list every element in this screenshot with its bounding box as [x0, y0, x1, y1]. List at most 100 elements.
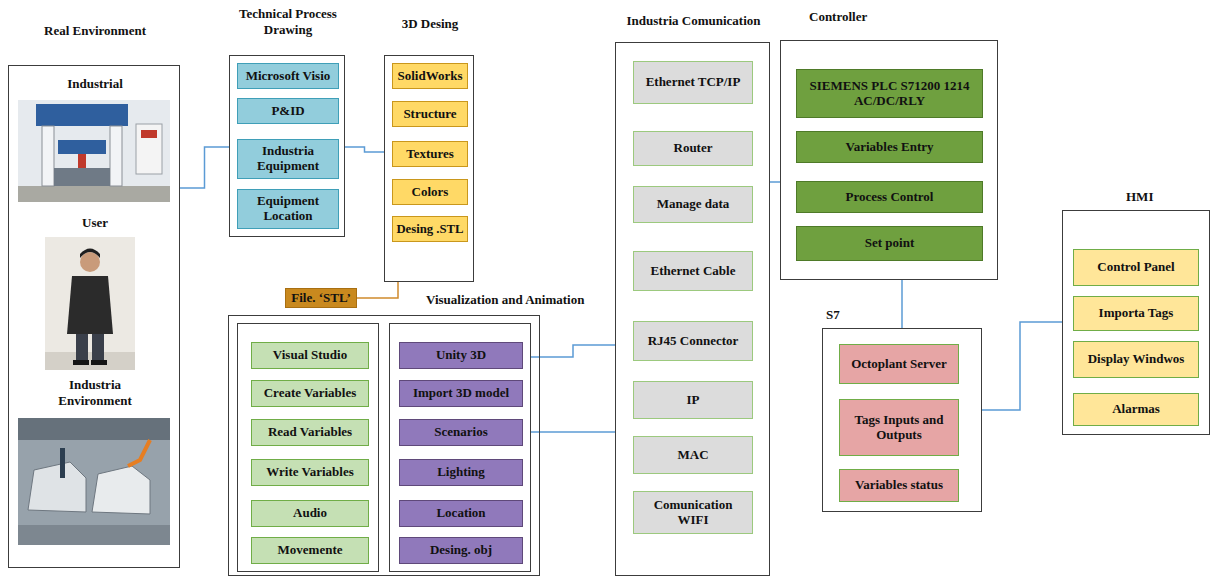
- process-box: Comunication WIFI: [633, 491, 753, 534]
- photo-floor: [18, 186, 170, 202]
- connector-line: [531, 431, 615, 433]
- control-cabinet: [136, 124, 162, 174]
- box-label: Variables Entry: [846, 140, 934, 155]
- photo-caption: Industria Environment: [35, 377, 155, 409]
- group-panel: ControllerSIEMENS PLC S71200 1214 AC/DC/…: [780, 40, 998, 280]
- connector-line: [901, 280, 903, 328]
- press-column: [42, 126, 54, 186]
- box-label: SolidWorks: [397, 69, 462, 84]
- process-box: RJ45 Connector: [633, 321, 753, 361]
- process-box: Control Panel: [1073, 249, 1199, 286]
- person-shoe: [73, 360, 89, 365]
- box-label: Set point: [865, 236, 914, 251]
- panel-heading: Real Environment: [9, 23, 181, 39]
- panel-heading: Visualization and Animation: [426, 292, 584, 308]
- connector-line: [982, 322, 1062, 410]
- process-box: Audio: [251, 500, 369, 527]
- process-box: P&ID: [237, 98, 339, 124]
- person-jacket: [67, 276, 113, 334]
- process-box: Importa Tags: [1073, 296, 1199, 331]
- group-panel: HMIControl PanelImporta TagsDisplay Wind…: [1062, 210, 1210, 435]
- cabinet-light: [141, 130, 157, 138]
- process-box: Colors: [392, 179, 468, 205]
- panel-heading: HMI: [1126, 189, 1153, 205]
- panel-heading: Controller: [809, 9, 867, 25]
- connector-line: [770, 181, 780, 183]
- box-label: Write Variables: [266, 465, 354, 480]
- process-box: Textures: [392, 141, 468, 167]
- box-label: Import 3D model: [413, 386, 509, 401]
- process-box: Desing. obj: [399, 537, 523, 564]
- photo-ground: [45, 237, 135, 370]
- box-label: Alarmas: [1112, 402, 1160, 417]
- box-label: Comunication WIFI: [637, 498, 749, 528]
- box-label: Scenarios: [434, 425, 487, 440]
- group-panel: S7Octoplant ServerTags Inputs and Output…: [822, 328, 982, 512]
- process-box: Write Variables: [251, 459, 369, 486]
- process-box: Tags Inputs and Outputs: [839, 399, 959, 456]
- box-label: Textures: [406, 147, 454, 162]
- process-box: Equipment Location: [237, 189, 339, 229]
- process-box: Octoplant Server: [839, 344, 959, 384]
- photo-floor: [45, 352, 135, 370]
- person-shoe: [91, 360, 107, 365]
- press-bed: [54, 168, 110, 186]
- process-box: Set point: [796, 226, 983, 261]
- panel-heading: Industria Comunication: [616, 13, 771, 29]
- box-label: Router: [674, 141, 713, 156]
- group-panel: Visualization and AnimationVisual Studio…: [228, 315, 540, 576]
- box-label: Microsoft Visio: [246, 69, 331, 84]
- process-box: Visual Studio: [251, 342, 369, 369]
- connector-line: [180, 147, 229, 188]
- box-label: Equipment Location: [241, 194, 335, 224]
- factory-ceiling: [18, 418, 170, 440]
- box-label: MAC: [677, 448, 708, 463]
- box-label: Create Variables: [264, 386, 357, 401]
- box-label: Importa Tags: [1099, 306, 1174, 321]
- box-label: IP: [687, 393, 700, 408]
- group-panel: 3D DesingSolidWorksStructureTexturesColo…: [384, 55, 474, 282]
- process-box: Microsoft Visio: [237, 63, 339, 89]
- box-label: RJ45 Connector: [648, 334, 739, 349]
- person-head: [80, 252, 100, 272]
- box-label: Manage data: [657, 197, 730, 212]
- process-box: Alarmas: [1073, 393, 1199, 426]
- box-label: Desing. obj: [430, 543, 492, 558]
- robot-arm: [128, 440, 150, 466]
- box-label: Ethernet TCP/IP: [646, 75, 741, 90]
- process-box: SIEMENS PLC S71200 1214 AC/DC/RLY: [796, 69, 983, 118]
- box-label: Movemente: [278, 543, 343, 558]
- photo-ground: [18, 418, 170, 545]
- press-column: [110, 126, 122, 186]
- box-label: Process Control: [846, 190, 934, 205]
- box-label: File. ‘STL’: [291, 291, 350, 306]
- box-label: Lighting: [437, 465, 485, 480]
- process-box: Ethernet TCP/IP: [633, 61, 753, 104]
- group-panel: Technical Process DrawingMicrosoft Visio…: [229, 55, 345, 237]
- press-head: [36, 104, 128, 126]
- photo-caption: User: [9, 215, 181, 231]
- press-part: [78, 154, 86, 168]
- box-label: Colors: [412, 185, 449, 200]
- process-box: Lighting: [399, 459, 523, 486]
- group-panel: Real EnvironmentIndustrialUserIndustria …: [8, 65, 180, 568]
- panel-heading: 3D Desing: [385, 16, 475, 32]
- process-box: Router: [633, 131, 753, 166]
- process-box: Process Control: [796, 181, 983, 213]
- process-box: Industria Equipment: [237, 139, 339, 179]
- box-label: Variables status: [855, 478, 943, 493]
- box-label: Control Panel: [1097, 260, 1174, 275]
- photo-ground: [18, 100, 170, 202]
- person-hair: [80, 249, 100, 259]
- industrial-photo: [18, 100, 170, 202]
- process-box: Location: [399, 500, 523, 527]
- box-label: Octoplant Server: [851, 357, 947, 372]
- user-photo: [45, 237, 135, 370]
- process-box: File. ‘STL’: [285, 288, 357, 308]
- panel-heading: Technical Process Drawing: [230, 6, 346, 38]
- box-label: Structure: [403, 107, 456, 122]
- box-label: Audio: [293, 506, 327, 521]
- panel-heading: S7: [826, 307, 840, 323]
